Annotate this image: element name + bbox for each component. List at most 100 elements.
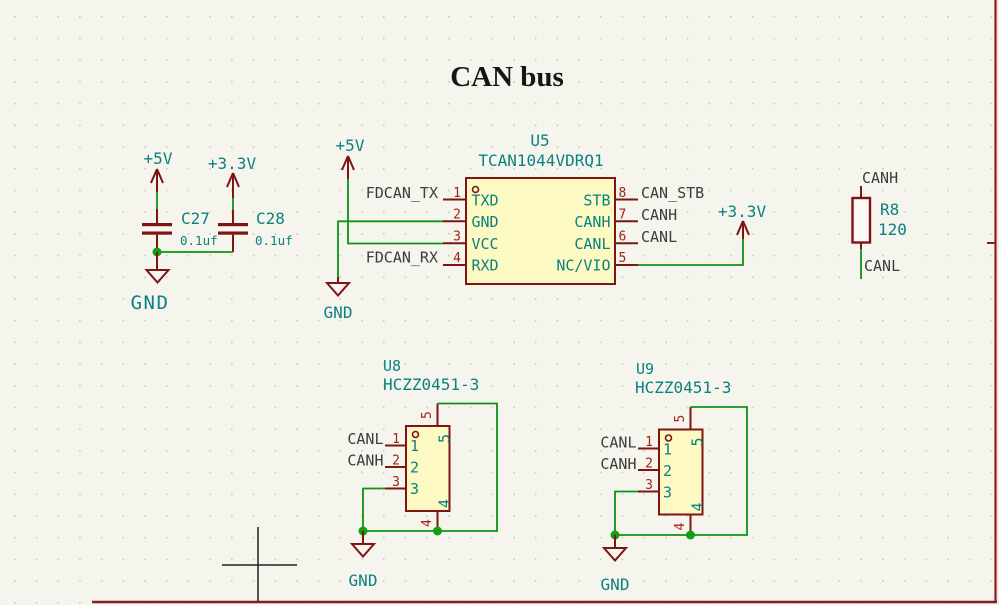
power-flag-3v3-c28[interactable]: +3.3V: [208, 154, 257, 198]
gnd-symbol-icon: [144, 252, 171, 285]
ref-designator[interactable]: U9: [636, 360, 654, 378]
pin-name: 2: [663, 462, 672, 480]
gnd-symbol-c27[interactable]: GND: [131, 252, 171, 314]
gnd-symbol-icon: [324, 277, 352, 298]
ref-designator[interactable]: U8: [383, 357, 401, 375]
gnd-symbol-icon: [349, 531, 377, 559]
pin-name: 5: [436, 434, 454, 443]
connector-body[interactable]: [658, 428, 704, 516]
net-label[interactable]: CAN_STB: [641, 184, 704, 202]
pin1-marker-icon: [664, 434, 673, 442]
ic-u5[interactable]: U5 TCAN1044VDRQ1 1 2 3 4 TXD GND VCC RXD…: [443, 131, 638, 285]
pin-number: 1: [645, 435, 653, 450]
value-field[interactable]: 0.1uf: [180, 233, 218, 248]
net-label[interactable]: FDCAN_RX: [366, 249, 438, 267]
pin-number: 4: [420, 519, 435, 527]
pin-number: 1: [392, 432, 400, 447]
pin1-marker-icon: [411, 430, 420, 439]
pin-number: 2: [453, 208, 461, 223]
wire[interactable]: [615, 406, 748, 536]
wire[interactable]: [363, 402, 498, 532]
ic-body[interactable]: [465, 177, 616, 285]
net-label[interactable]: CANL: [864, 257, 900, 275]
value-field[interactable]: TCAN1044VDRQ1: [478, 151, 603, 170]
net-label[interactable]: FDCAN_TX: [366, 184, 438, 202]
pin-number: 2: [645, 457, 653, 472]
pin-name: CANL: [574, 235, 610, 253]
cap-plate: [218, 231, 248, 235]
pin1-marker-icon: [471, 185, 480, 194]
power-label: GND: [324, 303, 353, 322]
gnd-symbol-icon: [601, 535, 629, 563]
page-title[interactable]: CAN bus: [450, 61, 564, 93]
pin-name: CANH: [574, 213, 610, 231]
pin-name: TXD: [472, 192, 499, 210]
connector-u9[interactable]: U9 HCZZ0451-3 1 2 3 1 2 3 5 5 4 4: [635, 360, 731, 535]
pin-number: 4: [453, 251, 461, 266]
wire[interactable]: [362, 487, 385, 532]
net-label[interactable]: CANH: [862, 169, 898, 187]
pin-name: GND: [472, 213, 499, 231]
pin-number: 5: [619, 251, 627, 266]
pin-name: 3: [663, 484, 672, 502]
pin-number: 1: [453, 186, 461, 201]
resistor-r8[interactable]: R8 120: [851, 186, 907, 249]
power-flag-3v3-u5[interactable]: +3.3V: [718, 202, 767, 239]
pin-name: STB: [583, 192, 610, 210]
junction-dot: [433, 526, 442, 536]
pin-number: 2: [392, 454, 400, 469]
connector-u8[interactable]: U8 HCZZ0451-3 1 2 3 1 2 3 5 5 4 4: [383, 357, 479, 531]
cap-plate: [142, 231, 172, 235]
net-label[interactable]: CANL: [641, 228, 677, 246]
wire[interactable]: [347, 179, 443, 245]
value-field[interactable]: HCZZ0451-3: [383, 375, 479, 394]
pin-number: 8: [619, 186, 627, 201]
cap-plate: [218, 223, 248, 227]
junction-dot: [686, 530, 695, 540]
pin-name: VCC: [472, 235, 499, 253]
ref-designator[interactable]: U5: [530, 131, 549, 150]
power-label: GND: [349, 571, 378, 590]
pin-number: 3: [645, 478, 653, 493]
net-label[interactable]: CANL: [600, 434, 636, 452]
ref-designator[interactable]: C27: [181, 209, 210, 228]
wire[interactable]: [614, 490, 638, 536]
ref-designator[interactable]: R8: [880, 200, 899, 219]
pin-name: 5: [689, 437, 707, 446]
cursor-crosshair-icon: [222, 527, 297, 601]
connector-body[interactable]: [405, 425, 451, 512]
pin-name: 1: [663, 441, 672, 459]
gnd-symbol-u9[interactable]: GND: [601, 535, 630, 594]
power-label: GND: [601, 575, 630, 594]
net-label[interactable]: CANL: [347, 430, 383, 448]
power-flag-5v-c27[interactable]: +5V: [144, 149, 173, 192]
pin-name: 1: [410, 437, 419, 455]
power-arrow-icon: [226, 172, 240, 198]
pin-number: 5: [673, 415, 688, 423]
ref-designator[interactable]: C28: [256, 209, 285, 228]
power-arrow-icon: [341, 155, 355, 179]
gnd-symbol-u8[interactable]: GND: [349, 531, 378, 590]
net-label[interactable]: CANH: [347, 452, 383, 470]
pin-number: 3: [453, 230, 461, 245]
net-label[interactable]: CANH: [600, 455, 636, 473]
gnd-symbol-u5[interactable]: GND: [324, 277, 353, 322]
value-field[interactable]: 0.1uf: [255, 233, 293, 248]
pin-number: 3: [392, 475, 400, 490]
power-flag-5v-u5[interactable]: +5V: [336, 136, 365, 179]
wire[interactable]: [638, 239, 744, 266]
pin-number: 5: [420, 411, 435, 419]
pin-name: 3: [410, 480, 419, 498]
wire[interactable]: [337, 220, 443, 277]
power-label: +5V: [144, 149, 173, 168]
resistor-body[interactable]: [851, 196, 872, 244]
value-field[interactable]: HCZZ0451-3: [635, 378, 731, 397]
capacitor-c28[interactable]: C28 0.1uf: [218, 209, 293, 252]
value-field[interactable]: 120: [878, 220, 907, 239]
pin-number: 4: [673, 523, 688, 531]
pin-name: 2: [410, 459, 419, 477]
power-arrow-icon: [150, 168, 164, 192]
net-label[interactable]: CANH: [641, 206, 677, 224]
